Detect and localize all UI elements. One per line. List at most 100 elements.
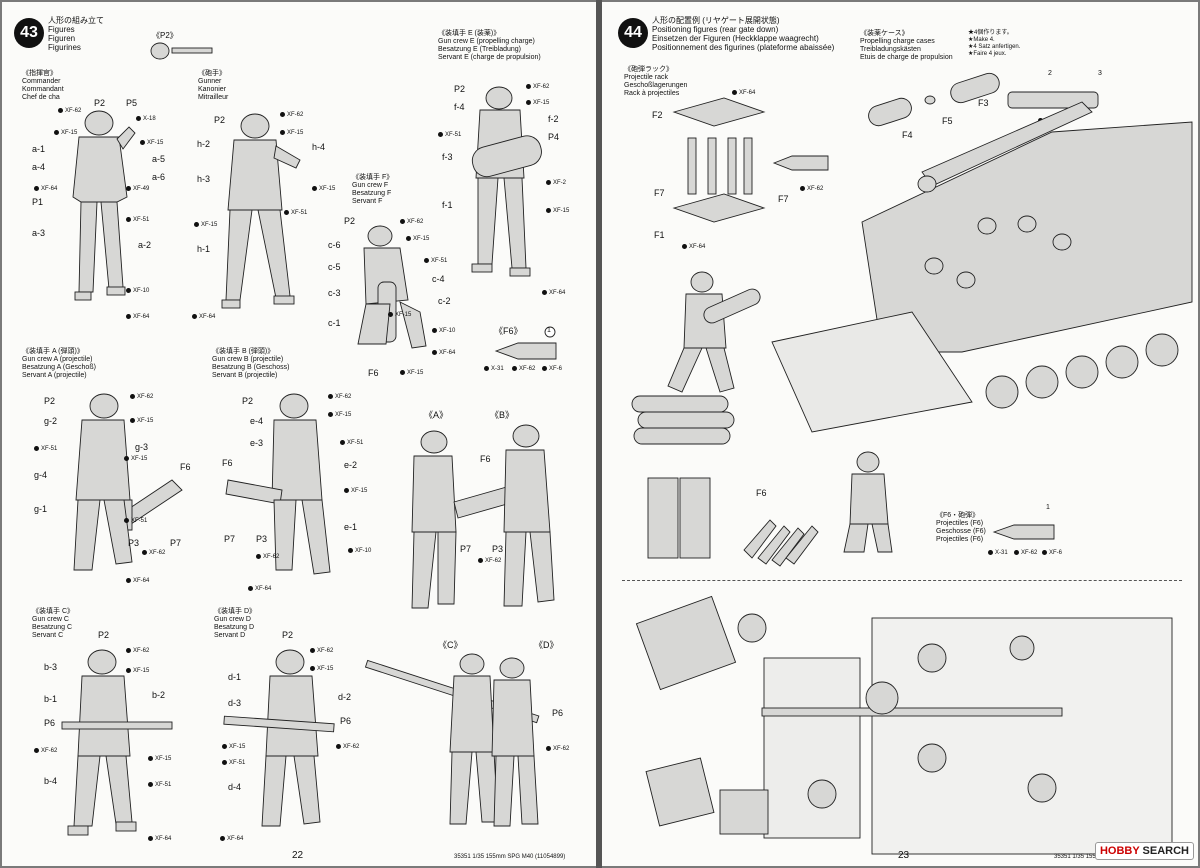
pair-ab-part-p7: P7 [460,544,472,554]
crew-f-paint-7: XF-15 [400,370,423,376]
crew-e-paint-4: XF-2 [546,180,566,186]
commander-paint-1: XF-62 [58,108,81,114]
crew-a-part-p3: P3 [128,538,140,548]
step-number-44: 44 [618,18,648,48]
crew-f-part-c6: c-6 [328,240,341,250]
crew-e-paint-1: XF-62 [526,84,549,90]
crew-a-paint-7: XF-64 [126,578,149,584]
f6-right-paint-3: XF-6 [1042,550,1062,556]
crew-a-paint-4: XF-15 [124,456,147,462]
loader-figure [667,271,761,393]
crew-f-paint-4: XF-15 [388,312,411,318]
gunner-part-h2: h-2 [197,139,211,149]
watermark-text: SEARCH [1142,845,1189,857]
crew-a-part-g1: g-1 [34,504,48,514]
crew-f-paint-5: XF-10 [432,328,455,334]
crew-a-paint-5: XF-51 [124,518,147,524]
cases-title: 《装薬ケース》 Propelling charge cases Treiblad… [860,30,953,61]
gunner-paint-4: XF-15 [194,222,217,228]
commander-paint-3: XF-15 [54,130,77,136]
crew-e-paint-2: XF-15 [526,100,549,106]
crew-f-paint-1: XF-62 [400,219,423,225]
crew-b-part-e1: e-1 [344,522,358,532]
rack-title: 《砲弾ラック》 Projectile rack Geschoßlagerunge… [624,66,688,97]
p2-part-icon [150,42,213,60]
charge-stack-icon [631,395,735,445]
crew-d-paint-1: XF-62 [310,648,333,654]
commander-part-p2: P2 [94,98,106,108]
commander-paint-2: X-18 [136,116,156,122]
crew-b-part-f6: F6 [222,458,233,468]
f6-right-title: 《F6・砲弾》 Projectiles (F6) Geschosse (F6) … [936,512,986,543]
crew-c-paint-4: XF-15 [148,756,171,762]
f6-right-shell-icon [992,524,1055,540]
gunner-paint-2: XF-15 [280,130,303,136]
crew-a-part-g4: g-4 [34,470,48,480]
cases-mark-2: 2 [1048,70,1052,77]
crew-b-part-p7: P7 [224,534,236,544]
crew-b-paint-6: XF-10 [348,548,371,554]
step-sub-en: Figures [48,25,75,34]
crew-d-paint-5: XF-62 [336,744,359,750]
crew-b-paint-4: XF-15 [344,488,367,494]
crew-e-figure [471,86,542,277]
crew-f-paint-3: XF-51 [424,258,447,264]
crew-f-paint-2: XF-15 [406,236,429,242]
top-view-diagram [635,595,1173,855]
commander-part-a5: a-5 [152,154,166,164]
gunner-paint-5: XF-51 [284,210,307,216]
crew-a-title: 《装填手 A (弾頭)》 Gun crew A (projectile) Bes… [22,348,96,379]
crew-b-paint-1: XF-62 [328,394,351,400]
cases-part-f3: F3 [978,98,989,108]
cases-mark-3: 3 [1098,70,1102,77]
charge-bag-icon [1007,91,1099,109]
crew-e-paint-3: XF-51 [438,132,461,138]
gunner-paint-3: XF-15 [312,186,335,192]
kneeling-crew-figure [843,451,893,553]
crew-d-part-p6: P6 [340,716,352,726]
crew-f-part-c5: c-5 [328,262,341,272]
commander-part-p5: P5 [126,98,138,108]
left-page: 43 人形の組み立て Figures Figuren Figurines 《P2… [2,2,596,866]
crew-b-part-p3: P3 [256,534,268,544]
rack-part-f7-left: F7 [654,188,665,198]
f6-right-mark: 1 [1046,504,1050,511]
crew-f-figure [357,225,427,349]
commander-part-a1: a-1 [32,144,46,154]
f6-bundle-icon [743,519,819,567]
commander-title: 《指揮官》 Commander Kommandant Chef de cha [22,70,64,101]
gunner-part-p2: P2 [214,115,226,125]
crew-c-part-b2: b-2 [152,690,166,700]
crew-c-part-p2: P2 [98,630,110,640]
commander-paint-6: XF-49 [126,186,149,192]
f6-label: 《F6》 [494,326,523,336]
commander-part-a3: a-3 [32,228,46,238]
gunner-part-h3: h-3 [197,174,211,184]
rack-paint-3: XF-62 [800,186,823,192]
crew-d-title: 《装填手 D》 Gun crew D Besatzung D Servant D [214,608,256,639]
step-sub-fr: Figurines [48,43,81,52]
projectile-crate-icon [647,477,711,559]
crew-a-part-p7: P7 [170,538,182,548]
rack-part-f1: F1 [654,230,665,240]
gunner-paint-6: XF-64 [192,314,215,320]
gunner-part-h1: h-1 [197,244,211,254]
commander-paint-7: XF-51 [126,217,149,223]
f6-right-paint-1: X-31 [988,550,1008,556]
watermark-brand: HOBBY [1099,845,1140,857]
crew-d-figure [223,649,335,827]
pair-ab-part-f6: F6 [480,454,491,464]
pair-c-label: 《C》 [438,640,463,650]
crew-d-paint-3: XF-51 [222,760,245,766]
step-title: 人形の組み立て [48,16,104,25]
crew-c-part-b4: b-4 [44,776,58,786]
commander-figure [72,110,136,301]
f6-right-paint-2: XF-62 [1014,550,1037,556]
crew-a-paint-2: XF-15 [130,418,153,424]
right-page: 44 人形の配置例 (リヤゲート展開状態) Positioning figure… [602,2,1198,866]
crew-e-part-f2: f-2 [548,114,559,124]
crew-f-part-c2: c-2 [438,296,451,306]
crew-d-part-p2: P2 [282,630,294,640]
f6-shell-icon [494,326,557,360]
